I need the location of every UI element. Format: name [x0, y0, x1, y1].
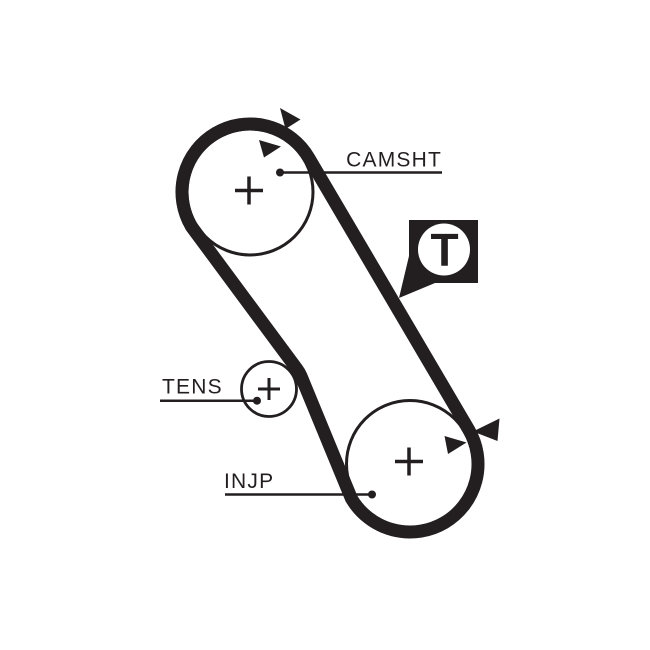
injection-pump-label-group: INJP	[224, 470, 376, 499]
tensioner-center-cross-icon	[258, 378, 280, 400]
camshaft-center-cross-icon	[235, 176, 263, 205]
timing-badge: T	[399, 220, 478, 298]
timing-belt	[175, 117, 485, 539]
timing-mark-arrow-icon	[473, 418, 500, 441]
injection-pump-center-cross-icon	[395, 447, 423, 476]
tensioner-label-group: TENS	[160, 376, 261, 405]
camshaft-timing-marks	[259, 108, 301, 158]
timing-mark-arrow-icon	[259, 140, 281, 158]
timing-mark-arrow-icon	[280, 108, 301, 129]
timing-badge-tail	[399, 256, 435, 298]
tensioner-label: TENS	[162, 376, 223, 399]
camshaft-leader-dot	[276, 168, 284, 177]
timing-badge-circle	[418, 223, 470, 276]
injection-pump-leader-dot	[368, 490, 376, 499]
timing-mark-arrow-icon	[444, 436, 467, 454]
injection-pump-timing-marks	[444, 418, 500, 454]
tensioner-leader-dot	[253, 396, 261, 405]
camshaft-label: CAMSHT	[346, 149, 442, 172]
timing-badge-letter: T	[430, 224, 458, 276]
camshaft-label-group: CAMSHT	[276, 149, 442, 177]
injection-pump-label: INJP	[224, 470, 274, 493]
